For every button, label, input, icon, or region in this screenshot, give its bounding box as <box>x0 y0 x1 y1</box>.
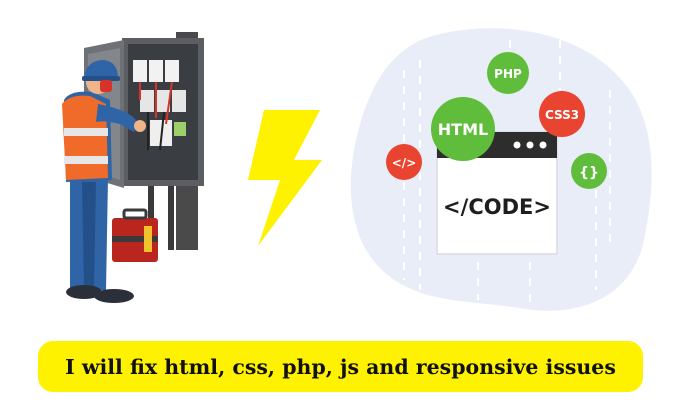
breaker <box>165 60 179 82</box>
vest-reflector <box>64 156 108 164</box>
caption-text: I will fix html, css, php, js and respon… <box>65 354 616 379</box>
wire <box>139 81 173 125</box>
html-badge <box>431 97 495 161</box>
tag-badge-label: </> <box>392 156 417 170</box>
css-badge-label: CSS3 <box>545 108 579 122</box>
breaker <box>172 90 186 112</box>
php-badge <box>487 52 529 94</box>
helmet <box>84 60 118 78</box>
breaker <box>133 60 147 82</box>
trousers-shade <box>82 182 96 288</box>
indicator <box>174 122 186 136</box>
trousers <box>70 178 108 290</box>
html-badge-label: HTML <box>438 120 488 139</box>
helmet-brim <box>82 76 120 81</box>
code-window-label: </CODE> <box>443 195 551 219</box>
toolbox-handle <box>122 208 148 220</box>
braces-badge <box>571 153 607 189</box>
window-dot <box>513 141 521 149</box>
window-dot <box>526 141 534 149</box>
lightning-bolt-icon <box>248 110 322 246</box>
technician-illustration <box>62 32 204 303</box>
css-badge <box>539 91 585 137</box>
window-dot <box>539 141 547 149</box>
breaker <box>140 90 154 112</box>
wire <box>147 111 165 151</box>
boot <box>94 289 134 303</box>
toolbox-tool <box>144 226 152 252</box>
caption-bar: I will fix html, css, php, js and respon… <box>38 341 643 392</box>
breaker <box>149 60 163 82</box>
hand <box>134 120 146 132</box>
vest-reflector <box>64 128 108 136</box>
electrician-figure <box>62 60 146 303</box>
panel-leg <box>168 186 174 250</box>
code-illustration: </CODE> HTML PHP CSS3 </> {} <box>350 28 652 311</box>
braces-badge-label: {} <box>579 165 599 181</box>
php-badge-label: PHP <box>494 67 522 81</box>
toolbox-stripe <box>112 236 158 242</box>
tag-badge <box>386 144 422 180</box>
toolbox-icon <box>112 208 158 262</box>
ear-protector <box>100 80 112 92</box>
decorative-lines <box>403 40 611 302</box>
boot <box>66 285 102 299</box>
arm <box>96 104 140 132</box>
breaker <box>156 90 170 112</box>
